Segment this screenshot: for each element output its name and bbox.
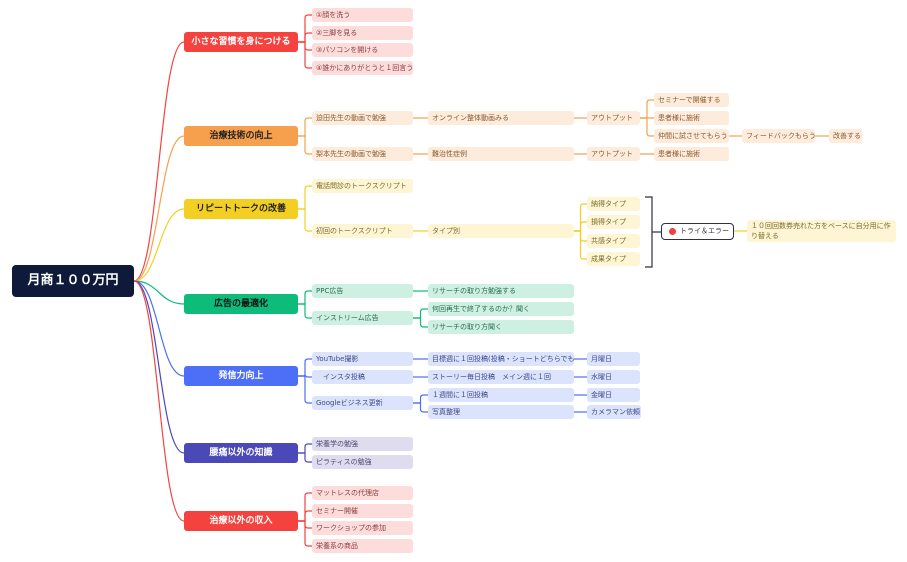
topic-node[interactable]: ピラティスの勉強 [312, 455, 413, 469]
topic-node[interactable]: 写真整理 [428, 405, 574, 419]
connector [640, 99, 654, 119]
topic-node[interactable]: １週間に１回投稿 [428, 388, 574, 402]
connector [298, 452, 312, 463]
connector [298, 290, 312, 305]
topic-node[interactable]: 栄養系の商品 [312, 539, 413, 553]
branch-node[interactable]: 小さな習慣を身につける [184, 32, 298, 52]
topic-node[interactable]: 迫田先生の動画で勉強 [312, 111, 413, 125]
topic-node[interactable]: リサーチの取り方聞く [428, 320, 574, 334]
branch-connector [133, 280, 185, 522]
connector [298, 520, 312, 547]
topic-node[interactable]: 金曜日 [587, 388, 640, 402]
branch-node[interactable]: 治療技術の向上 [184, 126, 298, 146]
topic-node[interactable]: セミナーで開催する [654, 93, 729, 107]
topic-node[interactable]: マットレスの代理店 [312, 486, 413, 500]
topic-node[interactable]: 患者様に施術 [654, 147, 729, 161]
topic-node[interactable]: フィードバックもらう [742, 129, 815, 143]
connector [298, 443, 312, 454]
topic-node[interactable]: YouTube撮影 [312, 352, 413, 366]
topic-node[interactable]: ②三脚を見る [312, 26, 413, 40]
topic-node[interactable]: アウトプット [587, 111, 640, 125]
summary-label: トライ＆エラー [680, 227, 729, 235]
connector [298, 375, 312, 404]
topic-node[interactable]: インスタ投稿 [312, 370, 413, 384]
connector [298, 208, 312, 232]
branch-connector [133, 41, 185, 282]
connector [413, 402, 428, 413]
branch-connector [133, 208, 185, 282]
topic-node[interactable]: 何回再生で終了するのか？聞く [428, 302, 574, 316]
summary-note-node[interactable]: １０回回数券売れた方をベースに自分用に作り替える [747, 220, 896, 242]
topic-node[interactable]: リサーチの取り方勉強する [428, 284, 574, 298]
topic-node[interactable]: セミナー開催 [312, 504, 413, 518]
topic-node[interactable]: オンライン整体動画みる [428, 111, 574, 125]
red-dot-marker-icon [669, 228, 676, 235]
connector [298, 510, 312, 522]
topic-node[interactable]: 栄養学の勉強 [312, 437, 413, 451]
branch-connector [133, 280, 185, 377]
summary-node[interactable]: トライ＆エラー [661, 223, 734, 240]
connector [413, 394, 428, 404]
topic-node[interactable]: 初回のトークスクリプト [312, 224, 413, 238]
connector [574, 221, 587, 232]
connector [298, 32, 312, 43]
topic-node[interactable]: インストリーム広告 [312, 311, 413, 325]
topic-node[interactable]: 仲間に試させてもらう [654, 129, 729, 143]
topic-node[interactable]: 月曜日 [587, 352, 640, 366]
connector [298, 14, 312, 43]
topic-node[interactable]: ストーリー毎日投稿 メイン週に１回 [428, 370, 574, 384]
topic-node[interactable]: ④誰かにありがとうと１回言う [312, 61, 413, 75]
topic-node[interactable]: 改善する [829, 129, 862, 143]
branch-node[interactable]: 広告の最適化 [184, 294, 298, 314]
summary-bracket [645, 196, 653, 268]
topic-node[interactable]: 納得タイプ [587, 197, 640, 211]
connector [640, 117, 654, 137]
topic-node[interactable]: 水曜日 [587, 370, 640, 384]
root-node[interactable]: 月商１００万円 [12, 265, 134, 297]
topic-node[interactable]: 共感タイプ [587, 234, 640, 248]
topic-node[interactable]: 難治性症例 [428, 147, 574, 161]
topic-node[interactable]: Googleビジネス更新 [312, 396, 413, 410]
connector [298, 135, 312, 155]
connector [298, 492, 312, 522]
connector [574, 203, 587, 232]
topic-node[interactable]: ワークショップの参加 [312, 521, 413, 535]
connector [574, 230, 587, 260]
topic-node[interactable]: 成果タイプ [587, 252, 640, 266]
topic-node[interactable]: 電話問診のトークスクリプト [312, 179, 413, 193]
branch-connector [133, 280, 185, 454]
connector [298, 117, 312, 137]
branch-node[interactable]: リピートトークの改善 [184, 199, 298, 219]
topic-node[interactable]: タイプ別 [428, 224, 574, 238]
topic-node[interactable]: アウトプット [587, 147, 640, 161]
connector [298, 185, 312, 210]
connector [298, 303, 312, 319]
topic-node[interactable]: 梨本先生の動画で勉強 [312, 147, 413, 161]
connector [413, 317, 428, 328]
branch-connector [133, 280, 185, 305]
topic-node[interactable]: カメラマン依頼 [587, 405, 641, 419]
branch-node[interactable]: 治療以外の収入 [184, 511, 298, 531]
topic-node[interactable]: ③パソコンを開ける [312, 43, 413, 57]
topic-node[interactable]: 目標週に１回投稿(投稿・ショートどちらでも) [428, 352, 574, 366]
connector [298, 41, 312, 69]
branch-node[interactable]: 腰痛以外の知識 [184, 443, 298, 463]
connector [298, 358, 312, 377]
topic-node[interactable]: ①顔を洗う [312, 8, 413, 22]
branch-connector [133, 135, 185, 282]
connector [413, 308, 428, 319]
branch-node[interactable]: 発信力向上 [184, 366, 298, 386]
topic-node[interactable]: 患者様に施術 [654, 111, 729, 125]
topic-node[interactable]: 損得タイプ [587, 215, 640, 229]
topic-node[interactable]: PPC広告 [312, 284, 413, 298]
